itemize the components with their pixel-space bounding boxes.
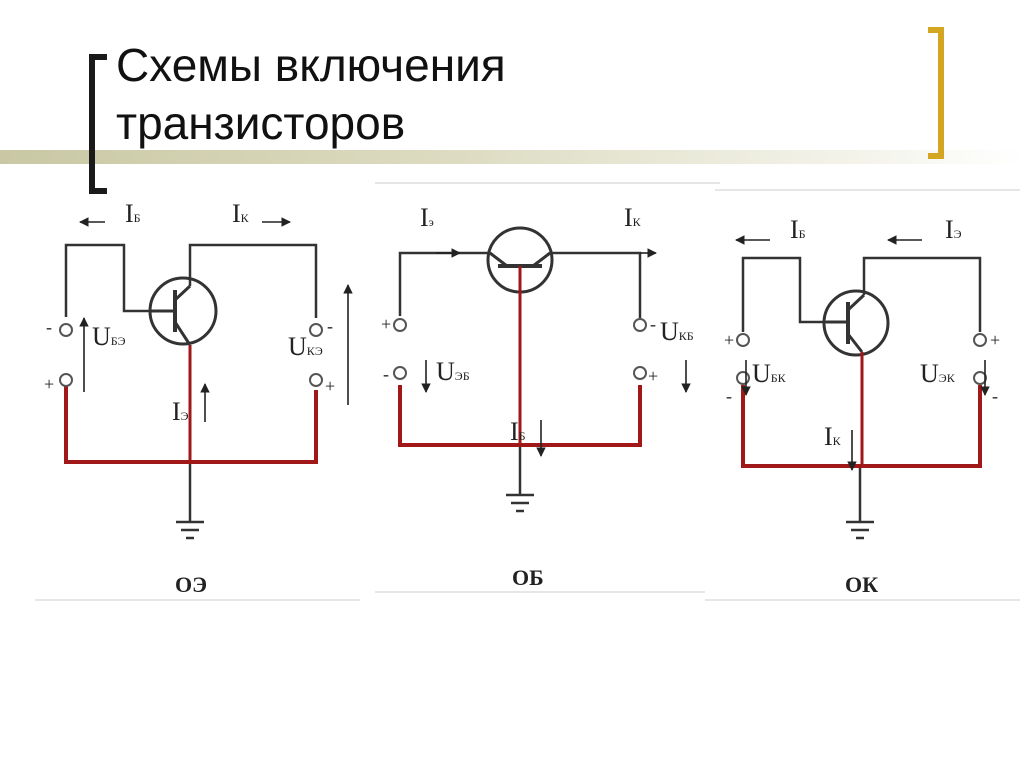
oe-input-minus: - bbox=[46, 317, 52, 337]
svg-text:UБК: UБК bbox=[752, 359, 787, 388]
caption-oe: ОЭ bbox=[175, 572, 207, 597]
ob-input-plus: + bbox=[381, 314, 391, 334]
slide-title: Схемы включения транзисторов bbox=[116, 36, 816, 152]
common-wire-ob bbox=[398, 385, 642, 447]
common-wire-ok bbox=[741, 385, 982, 468]
svg-text:UКЭ: UКЭ bbox=[288, 332, 323, 361]
right-bracket-decoration bbox=[928, 27, 944, 159]
svg-text:UЭК: UЭК bbox=[920, 359, 956, 388]
panel-borders bbox=[35, 182, 1020, 601]
transistor-oe bbox=[148, 276, 218, 462]
title-line-1: Схемы включения bbox=[116, 39, 506, 91]
oe-output-minus: - bbox=[327, 316, 333, 336]
transistor-ob bbox=[486, 226, 554, 445]
svg-text:IЭ: IЭ bbox=[945, 215, 962, 244]
circuit-common-collector: IБ IЭ UБК UЭК IК + - + - ОК bbox=[724, 215, 1000, 597]
ok-input-minus: - bbox=[726, 386, 732, 406]
svg-text:IК: IК bbox=[624, 203, 642, 232]
oe-input-plus: + bbox=[44, 374, 54, 394]
transistor-ok bbox=[822, 289, 890, 466]
svg-text:UБЭ: UБЭ bbox=[92, 322, 126, 351]
svg-text:IК: IК bbox=[232, 199, 250, 228]
ok-output-plus: + bbox=[990, 330, 1000, 350]
oe-output-plus: + bbox=[325, 376, 335, 396]
caption-ok: ОК bbox=[845, 572, 878, 597]
common-wire-oe bbox=[64, 386, 318, 464]
ob-input-minus: - bbox=[383, 364, 389, 384]
svg-text:IБ: IБ bbox=[790, 215, 806, 244]
svg-text:UКБ: UКБ bbox=[660, 317, 694, 346]
circuit-common-emitter: IБ IК UБЭ UКЭ IЭ - + - + ОЭ bbox=[44, 199, 353, 597]
circuit-common-base: Iэ IК UЭБ UКБ IБ + - - + ОБ bbox=[381, 203, 694, 590]
title-line-2: транзисторов bbox=[116, 97, 406, 149]
ok-input-plus: + bbox=[724, 330, 734, 350]
ok-output-minus: - bbox=[992, 386, 998, 406]
ob-output-minus: - bbox=[650, 314, 656, 334]
svg-text:IБ: IБ bbox=[510, 417, 526, 446]
svg-text:Iэ: Iэ bbox=[420, 203, 434, 232]
svg-text:IК: IК bbox=[824, 422, 842, 451]
svg-text:IЭ: IЭ bbox=[172, 397, 189, 426]
title-underline-band bbox=[0, 150, 1024, 164]
ob-output-plus: + bbox=[648, 366, 658, 386]
svg-text:IБ: IБ bbox=[125, 199, 141, 228]
caption-ob: ОБ bbox=[512, 565, 544, 590]
left-bracket-decoration bbox=[89, 54, 107, 194]
svg-text:UЭБ: UЭБ bbox=[436, 357, 470, 386]
